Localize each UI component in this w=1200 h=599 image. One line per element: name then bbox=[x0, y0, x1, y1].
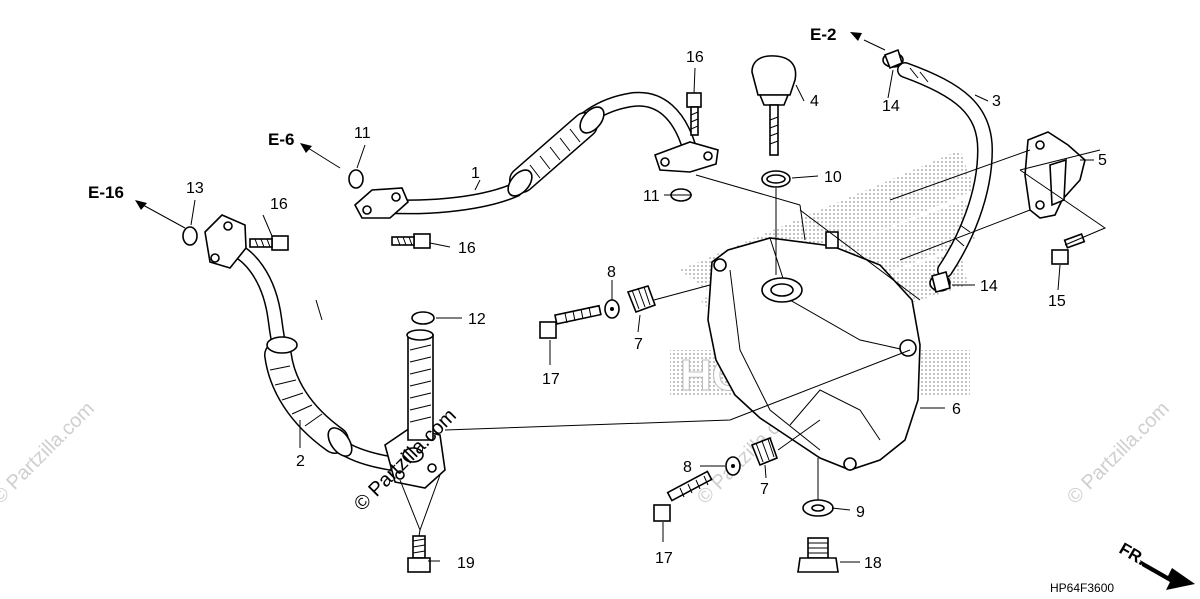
callout-16-left: 16 bbox=[270, 196, 288, 213]
callout-16-top: 16 bbox=[686, 49, 704, 66]
callout-3: 3 bbox=[992, 93, 1001, 110]
bolt-16-left bbox=[249, 235, 289, 251]
drain-bolt-18 bbox=[797, 537, 839, 573]
callout-14-bottom: 14 bbox=[980, 278, 998, 295]
callout-12: 12 bbox=[468, 311, 486, 328]
watermark-left: © Partzilla.com bbox=[0, 398, 99, 509]
callout-19: 19 bbox=[457, 555, 475, 572]
callout-7-upper: 7 bbox=[634, 336, 643, 353]
front-arrow: FR. bbox=[1116, 539, 1195, 590]
bolt-17-lower bbox=[653, 470, 713, 522]
callout-4: 4 bbox=[810, 93, 819, 110]
leader-lines bbox=[135, 32, 1107, 563]
ref-e6[interactable]: E-6 bbox=[268, 130, 294, 149]
bolt-19 bbox=[407, 535, 431, 573]
watermark-right: © Partzilla.com bbox=[1063, 398, 1174, 509]
callout-18: 18 bbox=[864, 555, 882, 572]
hose-clip-top bbox=[882, 48, 904, 70]
o-ring-10 bbox=[761, 170, 791, 188]
o-ring-13 bbox=[182, 226, 198, 246]
callout-13: 13 bbox=[186, 180, 204, 197]
tank-bracket bbox=[1024, 131, 1086, 219]
grommet-7-upper bbox=[626, 285, 657, 314]
o-ring-11-left bbox=[348, 169, 364, 189]
grommet-7-lower bbox=[750, 436, 779, 467]
callout-7-lower: 7 bbox=[760, 481, 769, 498]
callout-17-upper: 17 bbox=[542, 371, 560, 388]
callout-5: 5 bbox=[1098, 152, 1107, 169]
diagram-code: HP64F3600 bbox=[1050, 581, 1114, 595]
callout-15: 15 bbox=[1048, 293, 1066, 310]
callout-8-lower: 8 bbox=[683, 459, 692, 476]
breather-hose bbox=[897, 62, 994, 278]
washer-9 bbox=[802, 499, 834, 517]
callout-9: 9 bbox=[856, 504, 865, 521]
bolt-17-upper bbox=[539, 304, 602, 339]
callout-10: 10 bbox=[824, 169, 842, 186]
bolt-16-mid bbox=[391, 233, 431, 249]
ref-e16[interactable]: E-16 bbox=[88, 183, 124, 202]
callout-11-right: 11 bbox=[643, 188, 660, 205]
ref-e2[interactable]: E-2 bbox=[810, 25, 836, 44]
callout-8-upper: 8 bbox=[607, 264, 616, 281]
oil-strainer bbox=[406, 329, 434, 441]
hose-clip-bottom bbox=[929, 271, 951, 293]
callout-17-lower: 17 bbox=[655, 550, 673, 567]
dipstick-cap bbox=[751, 55, 797, 156]
callout-2: 2 bbox=[296, 453, 305, 470]
oil-pipe-lower bbox=[204, 214, 446, 489]
callout-11-left: 11 bbox=[354, 125, 371, 142]
callout-14-top: 14 bbox=[882, 98, 900, 115]
washer-8-upper bbox=[604, 299, 620, 319]
callout-1: 1 bbox=[471, 165, 480, 182]
callout-16-mid: 16 bbox=[458, 240, 476, 257]
washer-8-lower bbox=[725, 456, 741, 476]
oil-tank bbox=[707, 231, 921, 471]
callout-6: 6 bbox=[952, 401, 961, 418]
oil-pipe-upper bbox=[353, 91, 719, 219]
o-ring-12 bbox=[411, 311, 435, 325]
